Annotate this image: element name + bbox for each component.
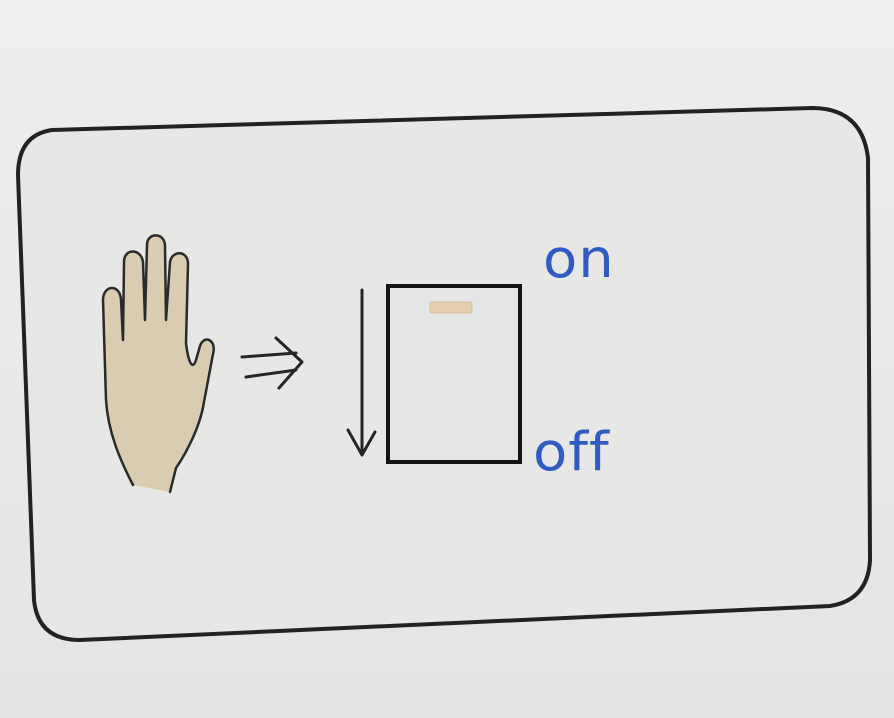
tape-piece: [430, 302, 472, 313]
label-off: off: [533, 426, 610, 479]
label-on: on: [543, 233, 615, 286]
